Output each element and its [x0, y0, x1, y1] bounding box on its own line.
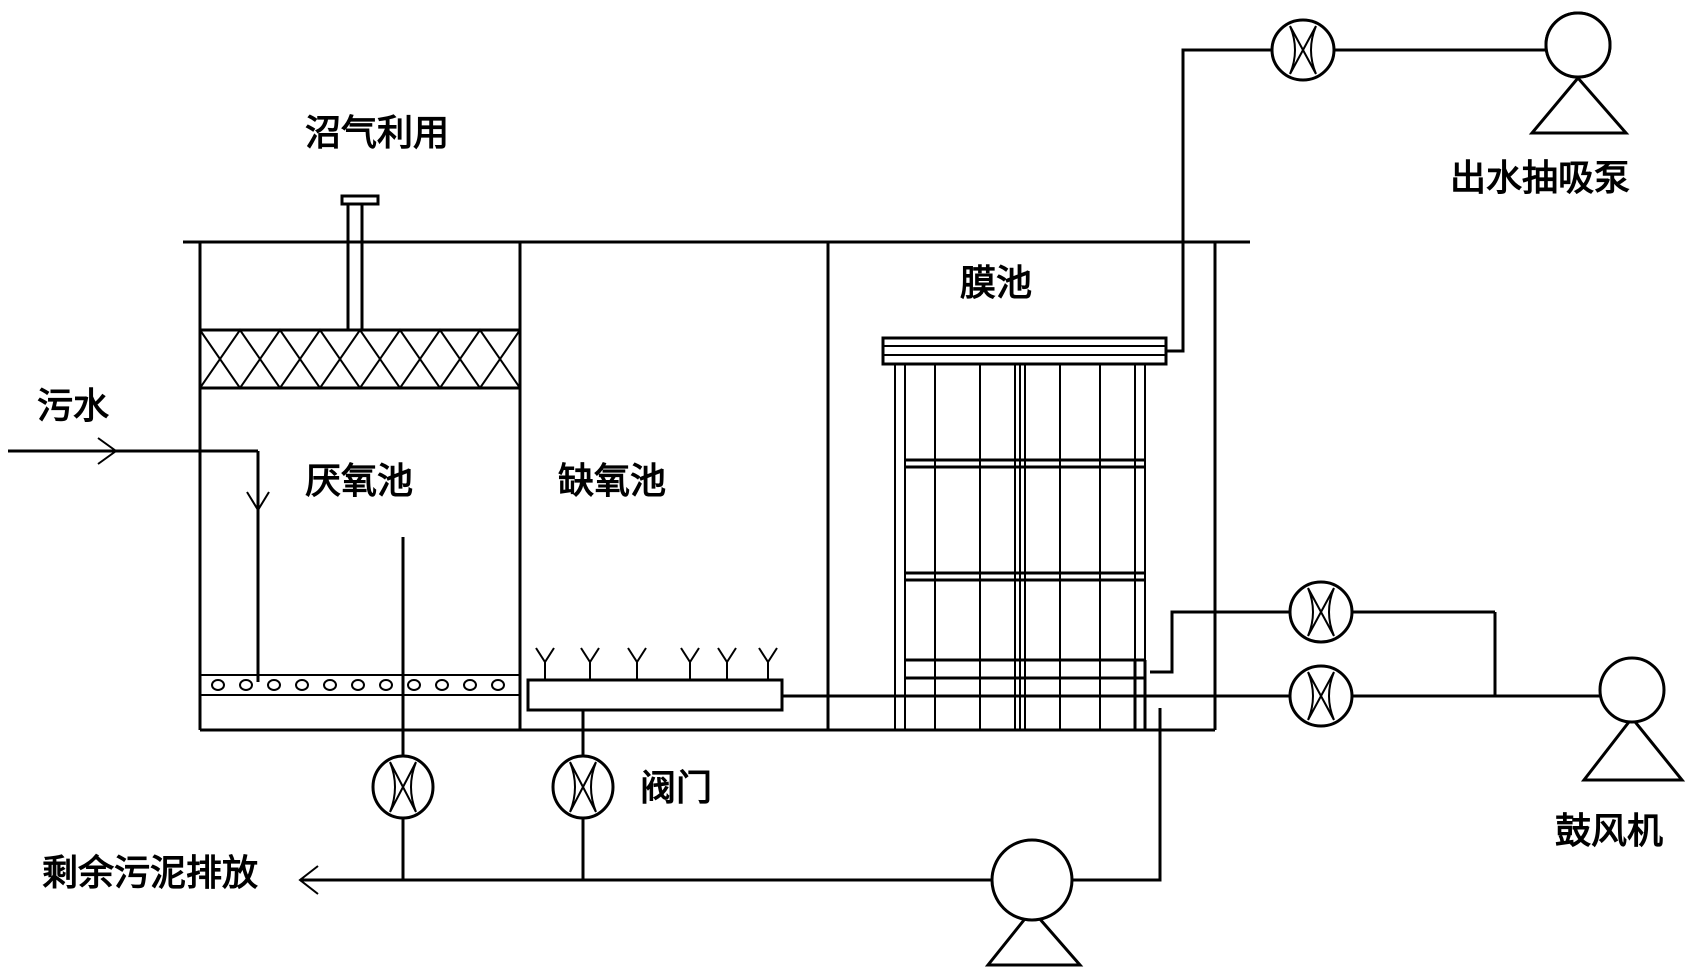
distributor-hole	[435, 679, 449, 691]
valve-anoxic[interactable]	[551, 754, 615, 820]
valve-effluent[interactable]	[1270, 18, 1336, 82]
distributor-hole	[323, 679, 337, 691]
label-biogas: 沼气利用	[305, 113, 449, 154]
diffuser-head	[580, 647, 600, 680]
label-valve: 阀门	[640, 768, 712, 809]
media-layer	[198, 328, 522, 390]
label-anoxic-tank: 缺氧池	[558, 461, 666, 502]
valve-blower-lower[interactable]	[1288, 664, 1354, 728]
anoxic-diffuser	[526, 647, 1140, 757]
distributor-hole	[239, 679, 253, 691]
distributor-hole	[491, 679, 505, 691]
membrane-fibers	[894, 364, 1146, 730]
valve-blower-upper[interactable]	[1288, 580, 1354, 644]
distributor-hole	[407, 679, 421, 691]
effluent-pump-icon[interactable]	[1528, 11, 1630, 135]
diffuser-heads	[535, 647, 778, 680]
sludge-discharge-line	[298, 708, 1162, 895]
label-sludge-discharge: 剩余污泥排放	[42, 852, 258, 894]
blower-icon[interactable]	[1580, 656, 1686, 782]
distributor-hole	[379, 679, 393, 691]
sludge-pump-icon[interactable]	[984, 838, 1084, 967]
distributor-holes	[211, 679, 505, 691]
tank-outline	[183, 240, 1250, 732]
sewage-inlet	[8, 437, 270, 682]
diffuser-head	[758, 647, 778, 680]
diffuser-head	[535, 647, 555, 680]
diffuser-head	[680, 647, 700, 680]
label-blower: 鼓风机	[1555, 811, 1663, 852]
diffuser-head	[627, 647, 647, 680]
distributor-hole	[295, 679, 309, 691]
blower-air-lines	[1140, 610, 1600, 698]
distributor-hole	[351, 679, 365, 691]
label-membrane-tank: 膜池	[960, 263, 1032, 304]
distributor-hole	[211, 679, 225, 691]
distributor-hole	[463, 679, 477, 691]
label-anaerobic-tank: 厌氧池	[305, 461, 413, 502]
label-effluent-pump: 出水抽吸泵	[1450, 158, 1630, 199]
effluent-line	[1166, 48, 1545, 353]
distributor-hole	[267, 679, 281, 691]
diffuser-head	[717, 647, 737, 680]
membrane-module	[881, 336, 1168, 730]
anaerobic-distributor	[200, 674, 520, 696]
label-sewage: 污水	[37, 386, 110, 427]
valve-anaerobic-sludge[interactable]	[371, 754, 435, 820]
biogas-pipe	[340, 194, 380, 330]
